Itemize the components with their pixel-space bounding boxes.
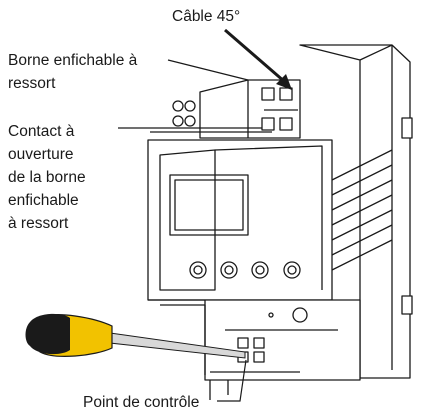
label-cable-45: Câble 45° [172,8,241,25]
cable-arrow [224,28,292,90]
leader-borne-line [167,59,249,81]
label-contact-ouverture: Contact à ouverture de la borne enfichab… [8,123,86,232]
label-borne-enfichable-line2: ressort [8,75,56,92]
label-point-de-controle: Point de contrôle [83,394,200,411]
screwdriver-icon [25,313,246,359]
label-borne-enfichable: Borne enfichable à [8,52,138,69]
leader-point-line [217,359,247,402]
